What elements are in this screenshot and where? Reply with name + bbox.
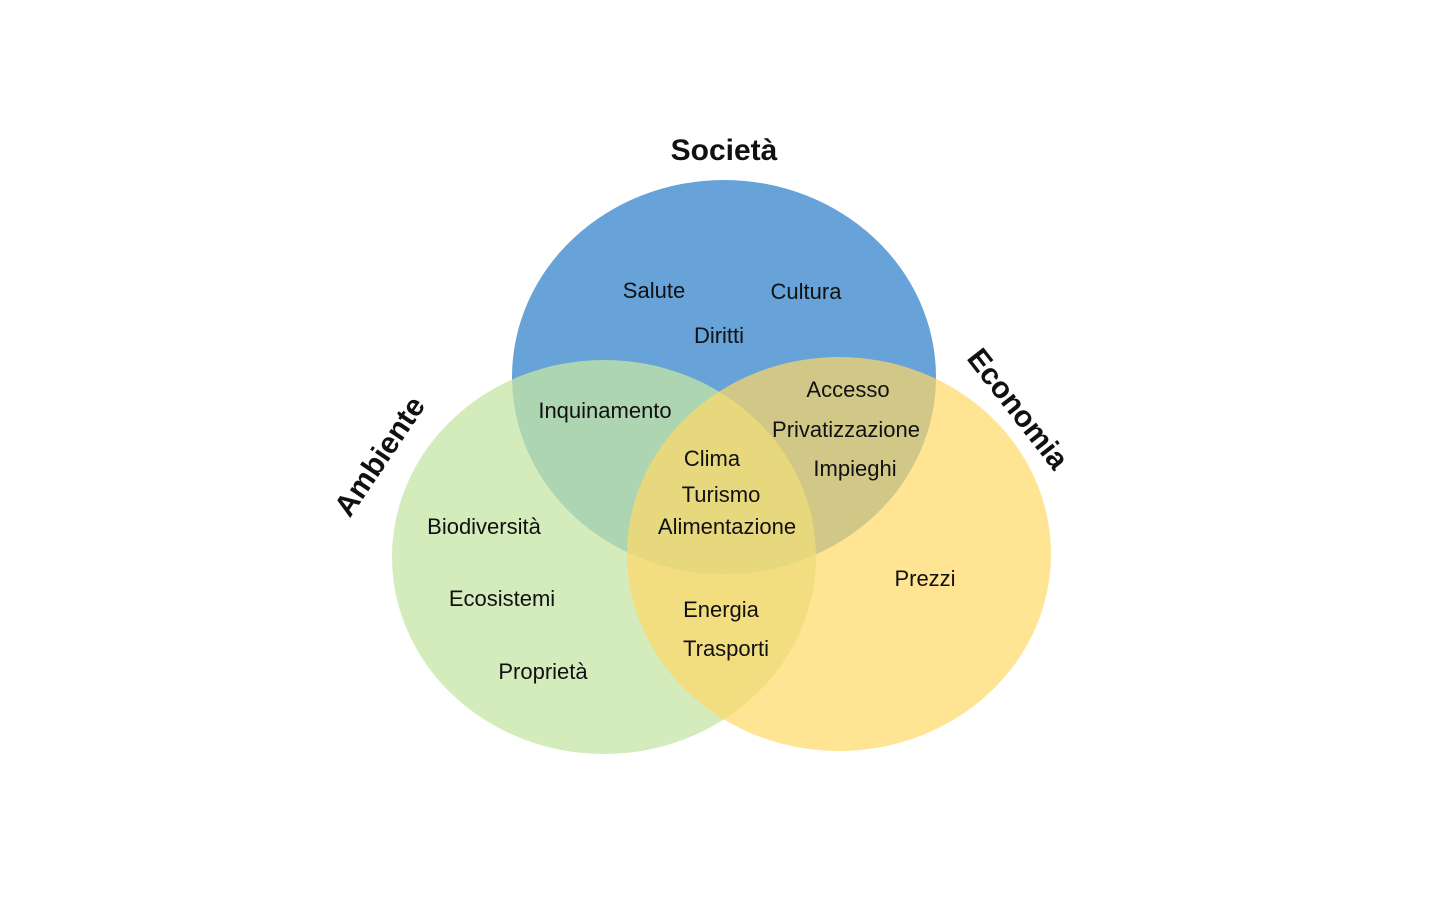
region-item: Trasporti: [683, 636, 769, 661]
region-item: Ecosistemi: [449, 586, 555, 611]
region-item: Alimentazione: [658, 514, 796, 539]
region-item: Proprietà: [498, 659, 588, 684]
region-item: Accesso: [806, 377, 889, 402]
region-item: Clima: [684, 446, 741, 471]
region-item: Impieghi: [813, 456, 896, 481]
region-item: Privatizzazione: [772, 417, 920, 442]
region-item: Biodiversità: [427, 514, 541, 539]
region-item: Cultura: [771, 279, 843, 304]
region-item: Salute: [623, 278, 685, 303]
economia-circle: [627, 357, 1051, 751]
region-item: Turismo: [682, 482, 761, 507]
region-item: Prezzi: [894, 566, 955, 591]
region-item: Energia: [683, 597, 760, 622]
societa-label: Società: [671, 134, 778, 167]
region-item: Inquinamento: [538, 398, 671, 423]
region-item: Diritti: [694, 323, 744, 348]
circles: [392, 180, 1051, 754]
